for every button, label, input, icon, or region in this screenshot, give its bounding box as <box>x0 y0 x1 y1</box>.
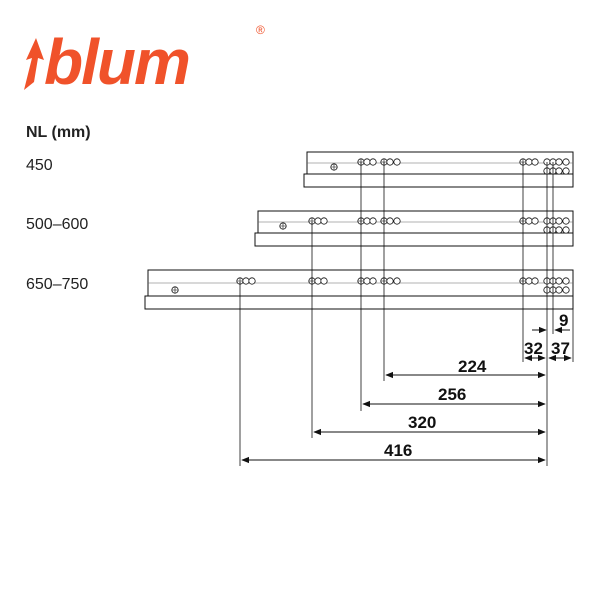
registered-mark: ® <box>256 23 265 37</box>
hole <box>386 158 394 166</box>
dim-37: 37 <box>551 339 570 358</box>
hole <box>363 158 371 166</box>
row-label-650-750: 650–750 <box>26 276 89 293</box>
hole <box>393 158 401 166</box>
brand-wordmark: blum <box>44 26 189 98</box>
hole <box>369 158 377 166</box>
dim-224: 224 <box>458 357 487 376</box>
hole <box>555 277 563 285</box>
hole <box>320 217 328 225</box>
hole <box>242 277 250 285</box>
hole <box>562 277 570 285</box>
dim-320: 320 <box>408 413 436 432</box>
hole <box>562 217 570 225</box>
dim-416: 416 <box>384 441 412 460</box>
runner-450 <box>303 151 574 188</box>
runner-500-600 <box>254 210 574 247</box>
dim-32: 32 <box>524 339 543 358</box>
hole <box>248 277 256 285</box>
hole <box>525 217 533 225</box>
hole <box>531 217 539 225</box>
hole-cross <box>171 286 179 294</box>
extension-lines <box>239 162 574 466</box>
hole <box>531 158 539 166</box>
hole <box>363 217 371 225</box>
hole <box>525 158 533 166</box>
hole <box>369 217 377 225</box>
hole <box>386 217 394 225</box>
hole <box>562 167 570 175</box>
hole <box>393 277 401 285</box>
flame-icon <box>24 38 44 90</box>
dim-9: 9 <box>559 311 568 330</box>
hole <box>320 277 328 285</box>
dim-256: 256 <box>438 385 466 404</box>
hole <box>555 286 563 294</box>
hole <box>531 277 539 285</box>
row-label-500-600: 500–600 <box>26 216 89 233</box>
hole <box>525 277 533 285</box>
hole-cross <box>330 163 338 171</box>
hole <box>555 167 563 175</box>
hole <box>562 226 570 234</box>
blum-logo: blum ® <box>24 23 265 98</box>
hole <box>555 217 563 225</box>
hole <box>562 158 570 166</box>
dimension-lines <box>241 326 572 464</box>
mounting-holes <box>171 158 570 294</box>
hole <box>363 277 371 285</box>
hole <box>555 158 563 166</box>
hole <box>555 226 563 234</box>
hole <box>393 217 401 225</box>
hole <box>314 277 322 285</box>
hole <box>386 277 394 285</box>
nl-heading: NL (mm) <box>26 124 91 141</box>
hole <box>314 217 322 225</box>
hole <box>562 286 570 294</box>
hole-cross <box>279 222 287 230</box>
hole <box>369 277 377 285</box>
runner-650-750 <box>144 269 574 310</box>
row-label-450: 450 <box>26 157 53 174</box>
